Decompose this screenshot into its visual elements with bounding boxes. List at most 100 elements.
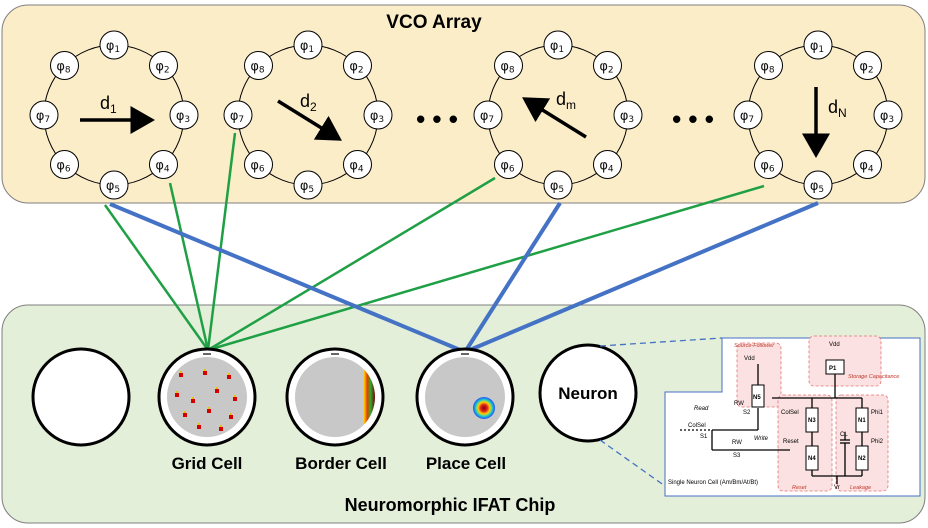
vco-array-panel (1, 4, 926, 204)
green-connection (103, 204, 210, 351)
cell-grid: Grid Cell (157, 347, 257, 473)
grid-field-dot-halo (192, 397, 194, 399)
s2-label: S2 (743, 410, 751, 416)
phase-node: φ2 (592, 51, 622, 81)
blue-connection (463, 201, 562, 354)
n4-label: N4 (808, 456, 816, 462)
phase-node: φ8 (494, 51, 524, 81)
green-connection (207, 176, 496, 352)
blue-connection (109, 202, 466, 354)
circuit-caption: Single Neuron Cell (Am/Bm/At/Bt) (668, 480, 758, 486)
n2-label: N2 (858, 456, 866, 462)
chip-title: Neuromorphic IFAT Chip (345, 495, 556, 515)
phi1-label: Phi1 (871, 410, 884, 416)
phase-node: φ4 (592, 149, 622, 179)
colsel2-label: ColSel (781, 410, 799, 416)
phase-node: φ8 (244, 51, 274, 81)
grid-field-dot (175, 393, 179, 397)
phase-node: φ1 (803, 30, 833, 60)
grid-field-dot (229, 415, 233, 419)
phase-node: φ7 (473, 100, 503, 130)
direction-arrow (522, 97, 587, 139)
phase-node: φ2 (342, 51, 372, 81)
phase-node: φ7 (29, 100, 59, 130)
phase-node: φ4 (852, 149, 882, 179)
callout-line (599, 439, 666, 487)
phase-node: φ1 (293, 30, 323, 60)
phase-node: φ3 (613, 100, 643, 130)
phase-node: φ5 (293, 170, 323, 200)
phase-node: φ6 (244, 149, 274, 179)
direction-arrow (277, 99, 342, 141)
phase-node: φ7 (223, 100, 253, 130)
vdd-left-label: Vdd (744, 356, 755, 362)
grid-field-dot (183, 413, 187, 417)
grid-field-dot-halo (176, 391, 178, 393)
callout-line (599, 337, 723, 347)
phi2-label: Phi2 (871, 439, 884, 445)
storage-label: Storage Capacitance (848, 374, 899, 380)
grid-field-dots (175, 369, 237, 431)
n5-label: N5 (753, 395, 761, 401)
phase-node: φ5 (803, 170, 833, 200)
phase-node: φ2 (852, 51, 882, 81)
grid-field-dot (203, 371, 207, 375)
p1-label: P1 (829, 366, 837, 372)
rw2-label: RW (732, 440, 742, 446)
cell-empty (31, 347, 131, 447)
colsel1-label: ColSel (688, 423, 706, 429)
phase-node: φ8 (50, 51, 80, 81)
neuron-label: Neuron (558, 384, 618, 403)
green-connection (168, 182, 210, 351)
border-field (364, 357, 375, 437)
vco-array-title: VCO Array (386, 12, 482, 33)
border-cell-label: Border Cell (295, 454, 387, 473)
grid-field-dot-halo (184, 411, 186, 413)
phase-node: φ4 (148, 149, 178, 179)
leakage-block-label: Leakage (850, 485, 871, 491)
grid-field-dot (233, 397, 237, 401)
vr-label: Vr (834, 485, 840, 491)
grid-field-dot-halo (220, 425, 222, 427)
n1-label: N1 (858, 418, 866, 424)
grid-field-dot (227, 375, 231, 379)
reset-block-label: Reset (792, 485, 807, 491)
n3-label: N3 (808, 418, 816, 424)
grid-field-dot-halo (208, 407, 210, 409)
phase-node: φ6 (50, 149, 80, 179)
place-cell-label: Place Cell (426, 454, 506, 473)
s1-label: S1 (700, 434, 708, 440)
grid-field-dot-halo (234, 395, 236, 397)
grid-field-dot (191, 399, 195, 403)
grid-field-dot (179, 373, 183, 377)
grid-field-dot-halo (228, 373, 230, 375)
phase-node: φ1 (99, 30, 129, 60)
grid-field-dot-halo (198, 423, 200, 425)
source-follower-label: Source-Follower (734, 343, 775, 349)
grid-field-dot (215, 389, 219, 393)
grid-field-dot-halo (180, 371, 182, 373)
cell-neuron: Neuron (538, 343, 638, 443)
cell-border: Border Cell (285, 347, 387, 473)
cell-place: Place Cell (415, 347, 515, 473)
blue-connection (464, 201, 819, 354)
phase-node: φ7 (733, 100, 763, 130)
read-label: Read (694, 406, 709, 412)
place-field (473, 397, 495, 419)
phase-node: φ6 (754, 149, 784, 179)
grid-field-dot-halo (230, 413, 232, 415)
circuit-inset: Vdd Vdd Source-Follower Storage Capacita… (664, 335, 921, 497)
reset-signal-label: Reset (783, 439, 799, 445)
vco-rings: φ1φ2φ3φ4φ5φ6φ7φ8d1φ1φ2φ3φ4φ5φ6φ7φ8d2φ1φ2… (29, 30, 903, 200)
phase-node: φ5 (99, 170, 129, 200)
phase-node: φ1 (543, 30, 573, 60)
phase-node: φ6 (494, 149, 524, 179)
grid-field-dot-halo (216, 387, 218, 389)
phase-node: φ3 (169, 100, 199, 130)
